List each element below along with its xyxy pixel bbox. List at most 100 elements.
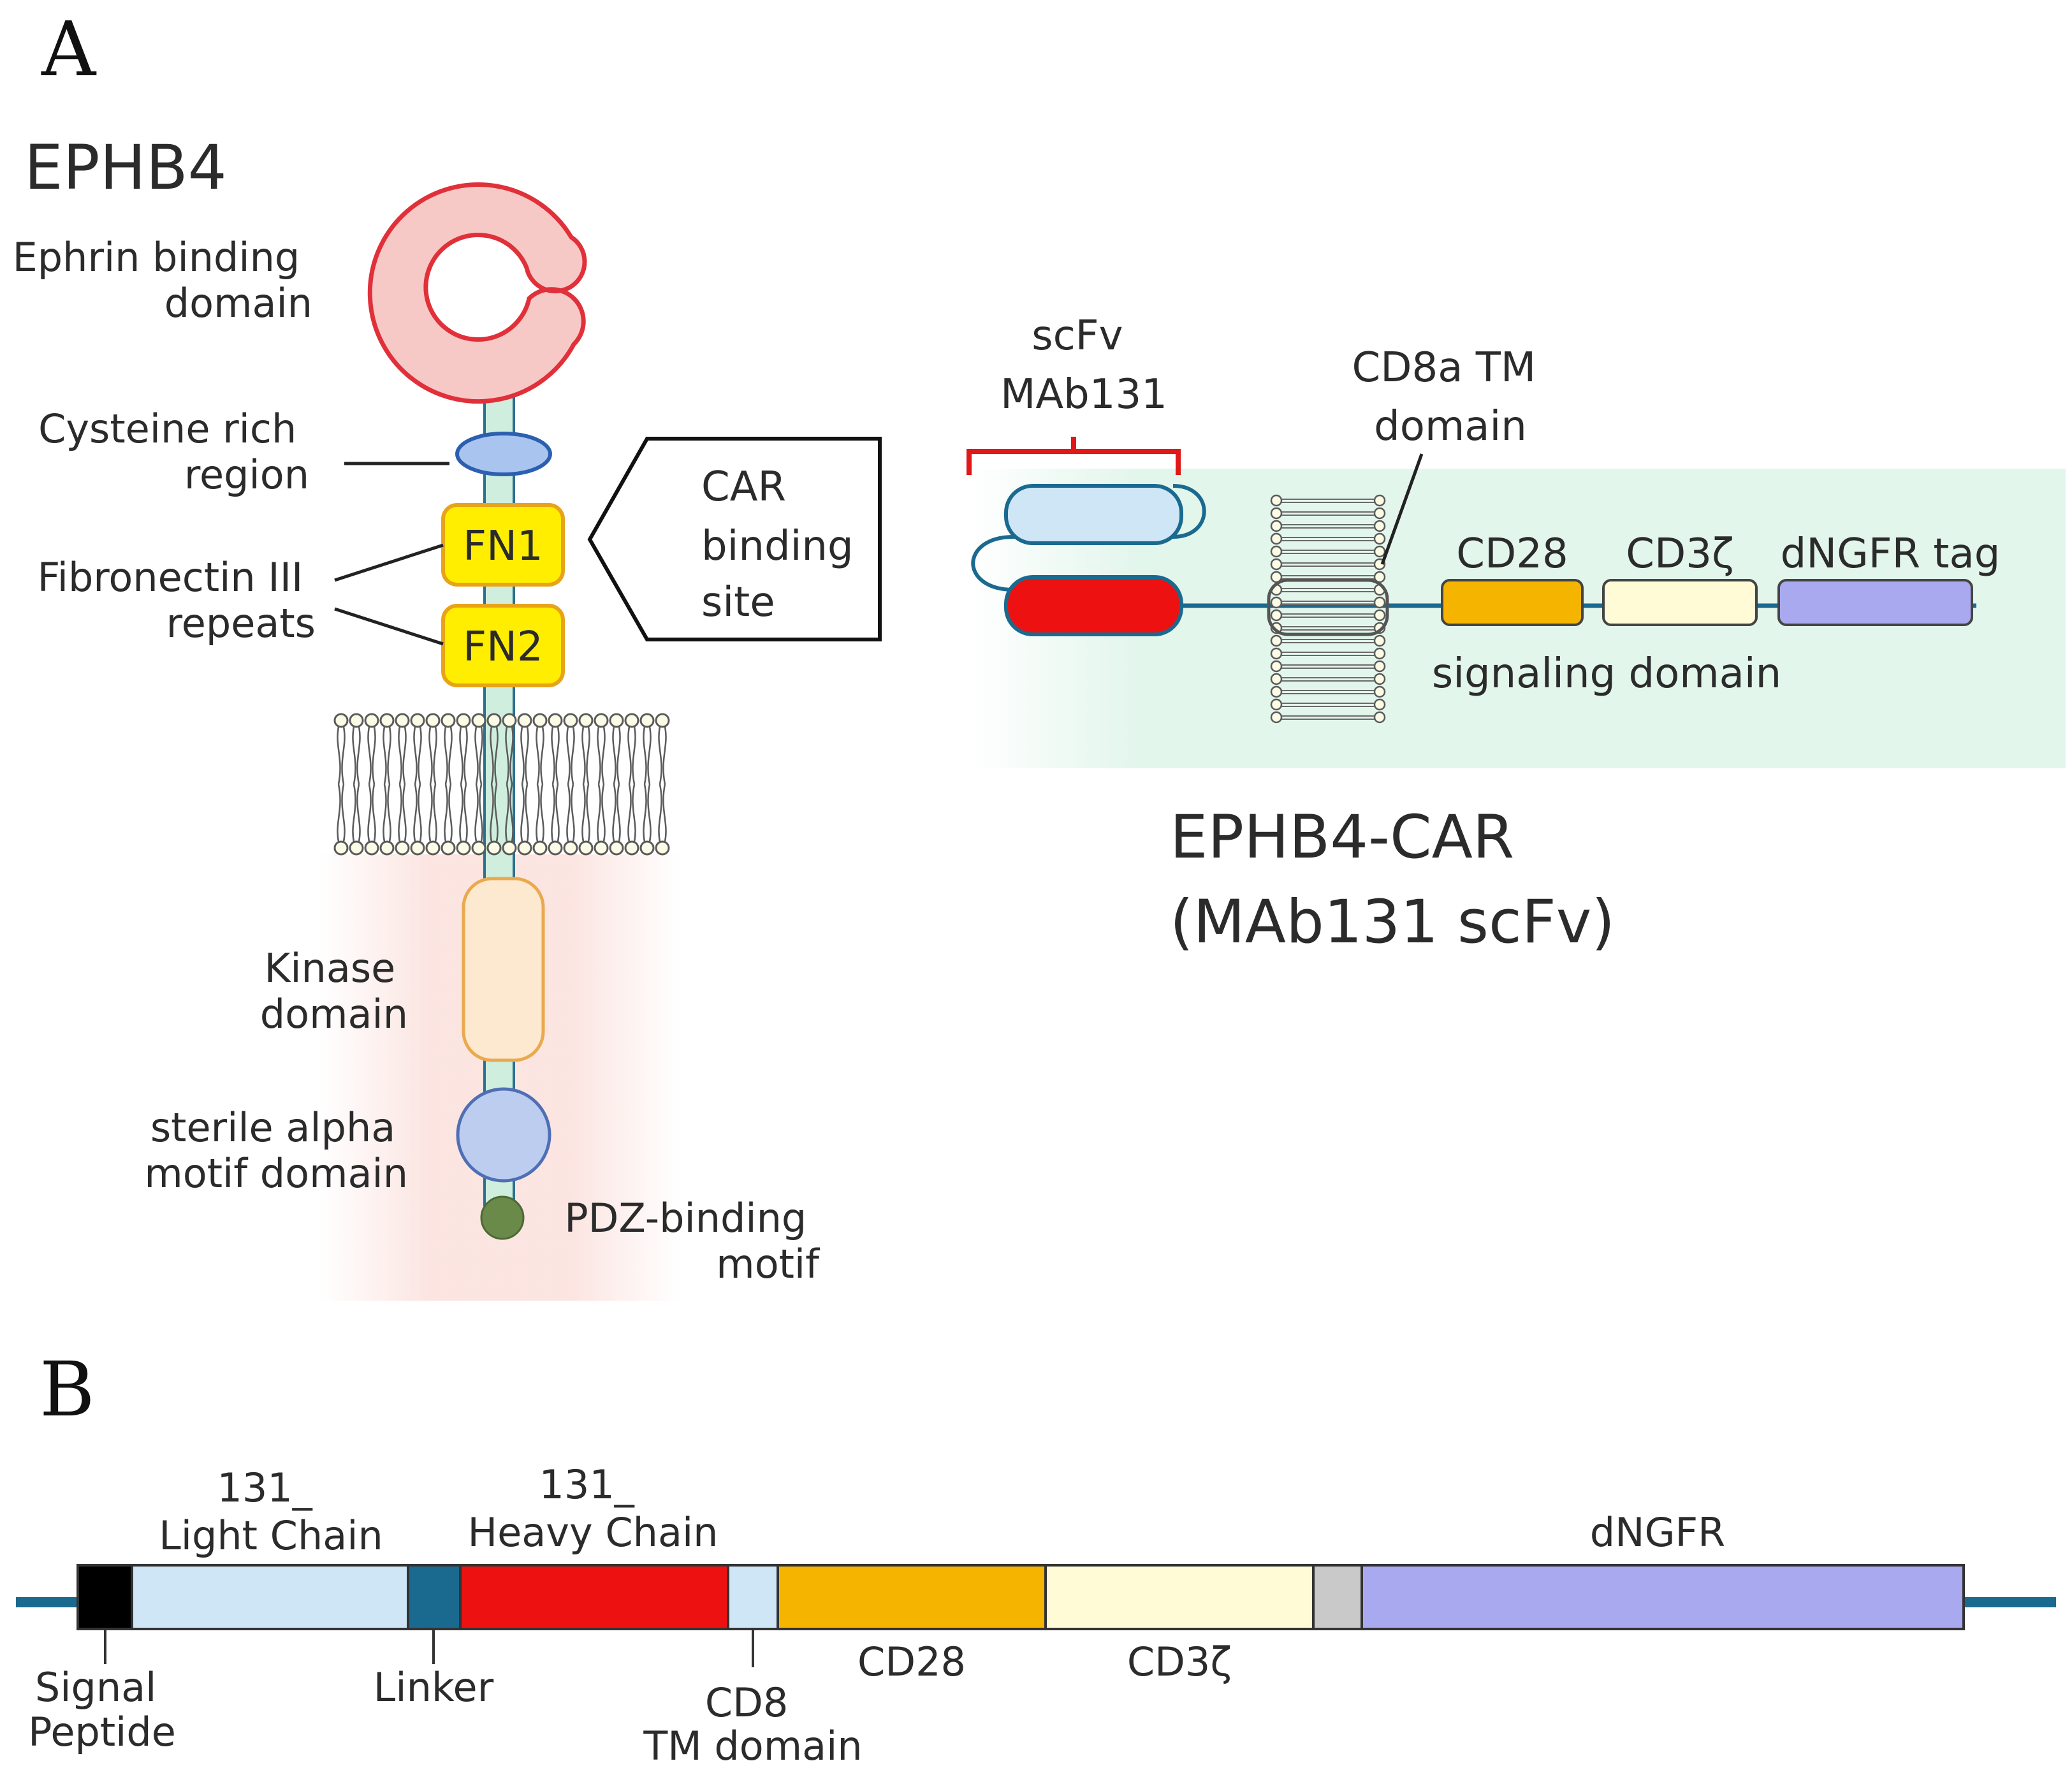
car-lipid-pair	[1270, 507, 1386, 520]
linker-label: Linker	[374, 1664, 494, 1711]
scfv-label: scFv MAb131	[1000, 312, 1167, 418]
panel-a-letter: A	[41, 5, 97, 93]
cd3z-block	[1044, 1564, 1315, 1630]
scfv-heavy-chain	[1004, 575, 1183, 636]
lipid-head-top	[639, 713, 655, 785]
car-lipid-pair	[1270, 673, 1386, 685]
ephb4-car-title: EPHB4-CAR (MAb131 scFv)	[1170, 803, 1615, 957]
heavy-chain-block	[459, 1564, 729, 1630]
lipid-head-top	[379, 713, 395, 785]
cysteine-rich-region-label: Cysteine rich region	[38, 405, 309, 498]
car-cd28-box	[1441, 579, 1584, 626]
scfv-light-chain	[1004, 484, 1183, 545]
lipid-head-bottom	[456, 783, 471, 856]
car-lipid-pair	[1270, 685, 1386, 698]
scfv-bracket	[967, 437, 1181, 475]
light-chain-block	[131, 1564, 409, 1630]
lipid-head-bottom	[410, 783, 425, 856]
fn2-label: FN2	[463, 624, 543, 671]
lipid-head-bottom	[425, 783, 441, 856]
cysteine-rich-region-shape	[455, 432, 552, 476]
fn1-box	[441, 503, 565, 587]
lipid-head-top	[333, 713, 349, 785]
sam-domain-label: sterile alpha motif domain	[144, 1104, 408, 1197]
car-dngfr-tag-box	[1777, 579, 1973, 626]
lipid-head-bottom	[364, 783, 379, 856]
lipid-head-bottom	[655, 783, 670, 856]
heavy-chain-label: 131_ Heavy Chain	[468, 1461, 719, 1556]
pdz-binding-motif-label: PDZ-binding motif	[564, 1195, 821, 1287]
spacer-block	[1312, 1564, 1363, 1630]
car-lipid-pair	[1270, 609, 1386, 622]
cd28-block	[777, 1564, 1047, 1630]
panel-b-letter: B	[40, 1345, 95, 1433]
ephrin-binding-domain-shape	[367, 182, 587, 404]
cd8-tm-label: CD8 TM domain	[643, 1679, 862, 1765]
light-chain-label: 131_ Light Chain	[159, 1465, 383, 1559]
lipid-head-top	[395, 713, 410, 785]
lipid-head-top	[563, 713, 578, 785]
lipid-head-top	[410, 713, 425, 785]
cd8-tm-block	[727, 1564, 779, 1630]
lipid-head-bottom	[563, 783, 578, 856]
lipid-head-bottom	[548, 783, 563, 856]
car-dngfr-tag-label: dNGFR tag	[1781, 530, 2001, 578]
ephrin-binding-domain-label: Ephrin binding domain	[13, 234, 312, 326]
cd8a-tm-pointer	[1380, 453, 1424, 565]
signal-peptide-label: Signal Peptide	[28, 1664, 176, 1755]
car-lipid-pair	[1270, 545, 1386, 558]
cd3z-label: CD3ζ	[1127, 1639, 1232, 1685]
cd8a-tm-domain-shape	[1267, 578, 1389, 636]
lipid-head-top	[349, 713, 364, 785]
lipid-head-bottom	[639, 783, 655, 856]
lipid-head-bottom	[624, 783, 639, 856]
dngfr-block	[1361, 1564, 1965, 1630]
sam-domain-shape	[456, 1087, 551, 1183]
lipid-head-top	[655, 713, 670, 785]
kinase-domain-label: Kinase domain	[260, 945, 408, 1037]
signal-peptide-block	[77, 1564, 133, 1630]
fibronectin-label: Fibronectin III repeats	[38, 554, 316, 647]
linker-block	[407, 1564, 462, 1630]
fibronectin-pointers	[334, 543, 444, 646]
cd28-label: CD28	[857, 1639, 966, 1685]
lipid-head-top	[594, 713, 609, 785]
lipid-head-top	[364, 713, 379, 785]
lipid-head-top	[609, 713, 624, 785]
lipid-head-top	[548, 713, 563, 785]
car-lipid-pair	[1270, 647, 1386, 660]
pdz-binding-motif-shape	[480, 1195, 525, 1240]
fn1-label: FN1	[463, 523, 543, 570]
car-lipid-pair	[1270, 520, 1386, 532]
car-binding-site-label: CAR binding site	[701, 464, 866, 626]
car-lipid-pair	[1270, 596, 1386, 609]
lipid-head-top	[578, 713, 594, 785]
lipid-head-bottom	[333, 783, 349, 856]
dngfr-label: dNGFR	[1590, 1509, 1726, 1556]
lipid-head-top	[456, 713, 471, 785]
ephb4-title: EPHB4	[24, 132, 227, 203]
construct-map	[77, 1564, 1965, 1630]
lipid-head-bottom	[517, 783, 532, 856]
kinase-domain-shape	[462, 877, 545, 1062]
lipid-head-top	[425, 713, 441, 785]
lipid-head-top	[624, 713, 639, 785]
car-binding-site-box	[587, 437, 882, 641]
lipid-head-bottom	[349, 783, 364, 856]
car-lipid-pair	[1270, 698, 1386, 711]
car-cd28-label: CD28	[1456, 530, 1568, 578]
lipid-head-top	[532, 713, 548, 785]
car-lipid-pair	[1270, 634, 1386, 647]
car-cd3z-box	[1602, 579, 1758, 626]
signaling-domain-label: signaling domain	[1432, 650, 1781, 698]
lipid-head-bottom	[594, 783, 609, 856]
lipid-head-top	[441, 713, 456, 785]
cd8a-tm-label: CD8a TM domain	[1352, 344, 1549, 450]
car-lipid-pair	[1270, 532, 1386, 545]
lipid-head-top	[517, 713, 532, 785]
lipid-head-bottom	[395, 783, 410, 856]
lipid-head-bottom	[379, 783, 395, 856]
lipid-head-bottom	[609, 783, 624, 856]
